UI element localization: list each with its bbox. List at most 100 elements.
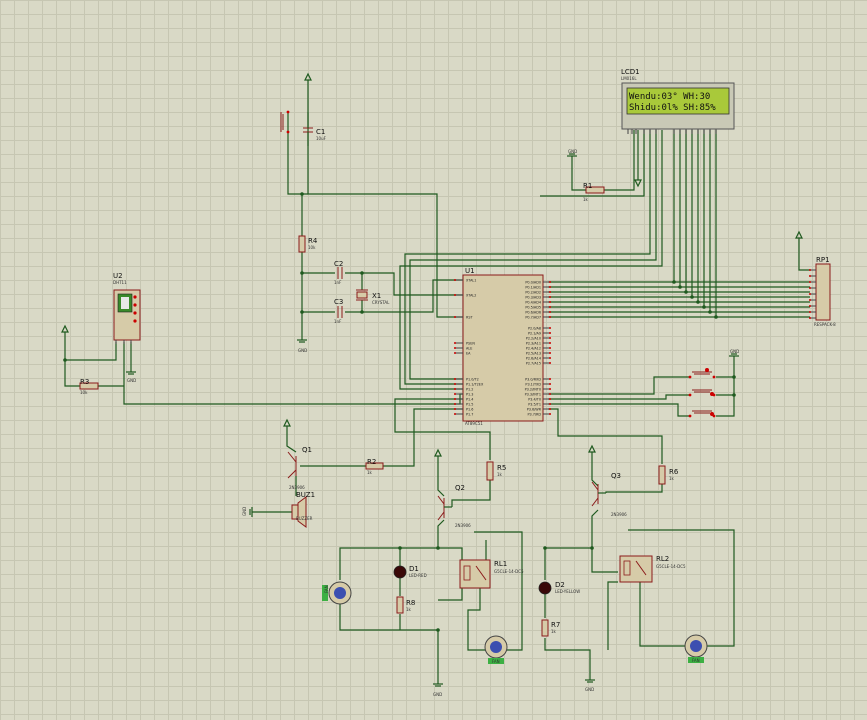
- resistor-r2[interactable]: R2 1k: [365, 458, 384, 475]
- u1-pin-label: P0.3/AD3: [525, 295, 541, 299]
- relay-rl2[interactable]: RL2 G5CLE-14-DC5: [619, 555, 686, 583]
- fan-motor-2[interactable]: FAN: [484, 635, 508, 664]
- buz-ref: BUZ1: [296, 491, 315, 499]
- c2-ref: C2: [334, 260, 343, 268]
- crystal-x1[interactable]: X1 CRYSTAL: [356, 289, 390, 305]
- u1-pin-label: XTAL1: [466, 278, 476, 282]
- u1-pin-label: P3.7/RD: [527, 412, 541, 416]
- led-d1[interactable]: D1 LED-RED: [393, 565, 427, 579]
- transistor-q2[interactable]: Q2 2N3906: [437, 484, 471, 528]
- u1-pin-label: P0.2/AD2: [525, 290, 541, 294]
- fan-motor-1[interactable]: FAN: [322, 581, 352, 605]
- u1-pin-dot: [454, 352, 456, 354]
- u1-pin-label: P1.7: [466, 412, 473, 416]
- r2-value: 1k: [367, 470, 373, 475]
- u1-pin-dot: [454, 393, 456, 395]
- rp1-value: RESPACK-8: [814, 322, 836, 327]
- transistor-q3[interactable]: Q3 2N3906: [591, 472, 627, 517]
- u1-pin-label: P3.3/INT1: [525, 392, 541, 396]
- u1-pin-label: P3.0/RXD: [525, 377, 541, 381]
- c1-value: 10uF: [316, 136, 327, 141]
- resistor-r8[interactable]: R8 1k: [396, 596, 415, 614]
- c3-value: 1nF: [334, 319, 342, 324]
- ground-labels: GND GND GND GND GND GND GND: [127, 149, 739, 697]
- transistor-q1[interactable]: Q1 2N3906: [287, 446, 312, 490]
- buz-value: BUZZER: [296, 516, 313, 521]
- rp1-pin-dot: [809, 305, 811, 307]
- d2-value: LED-YELLOW: [555, 589, 580, 594]
- lcd-line-1: Wendu:03° WH:30: [629, 92, 710, 102]
- r8-ref: R8: [406, 599, 415, 607]
- resistor-r5[interactable]: R5 1k: [486, 461, 506, 481]
- gnd-label: GND: [568, 149, 577, 154]
- u1-pin-label: P2.6/A14: [526, 356, 541, 360]
- u1-pin-label: P3.2/INT0: [525, 387, 541, 391]
- c2-value: 1nF: [334, 280, 342, 285]
- q2-value: 2N3906: [455, 523, 471, 528]
- led-d2[interactable]: D2 LED-YELLOW: [538, 581, 580, 595]
- rl1-ref: RL1: [494, 560, 507, 568]
- capacitor-c3[interactable]: C3 1nF: [334, 298, 343, 324]
- lcd-ref: LCD1: [621, 68, 640, 76]
- gnd-label: GND: [298, 348, 307, 353]
- key-button-2[interactable]: [688, 389, 716, 397]
- u1-pin-label: P1.1/T2EX: [466, 382, 484, 386]
- resistor-r3[interactable]: R3 10k: [79, 378, 99, 395]
- resistor-r7[interactable]: R7 1k: [541, 619, 560, 637]
- sensor-u2[interactable]: U2 DHT11: [113, 272, 141, 344]
- u1-pin-label: P1.6: [466, 407, 473, 411]
- u1-pin-label: RST: [466, 315, 474, 319]
- u1-pin-label: XTAL2: [466, 293, 476, 297]
- u1-pin-dot: [454, 342, 456, 344]
- u1-pin-label: P2.3/A11: [526, 341, 541, 345]
- mcu-u1[interactable]: U1 XTAL1XTAL2RSTPSENALEEAP1.0/T2P1.1/T2E…: [454, 267, 551, 426]
- reset-button[interactable]: [280, 110, 290, 134]
- u1-pin-label: P2.5/A13: [526, 351, 541, 355]
- key-button-1[interactable]: [688, 368, 716, 379]
- u1-pin-dot: [454, 388, 456, 390]
- rp1-pin-dot: [809, 281, 811, 283]
- r5-ref: R5: [497, 464, 506, 472]
- u1-pin-label: P1.5: [466, 402, 473, 406]
- r1-value: 1k: [583, 197, 589, 202]
- r1-ref: R1: [583, 182, 592, 190]
- capacitor-c2[interactable]: C2 1nF: [334, 260, 343, 285]
- buzzer-buz1[interactable]: BUZ1 BUZZER: [291, 491, 315, 528]
- u1-pin-dot: [549, 301, 551, 303]
- u1-pin-dot: [549, 306, 551, 308]
- u1-pin-dot: [549, 332, 551, 334]
- r6-ref: R6: [669, 468, 679, 476]
- resistor-r4[interactable]: R4 10k: [298, 235, 318, 253]
- u1-pin-label: P3.4/T0: [528, 397, 541, 401]
- resistor-r6[interactable]: R6 1k: [658, 465, 679, 485]
- r4-ref: R4: [308, 237, 318, 245]
- u1-ref: U1: [465, 267, 475, 275]
- rl2-ref: RL2: [656, 555, 669, 563]
- q2-ref: Q2: [455, 484, 465, 492]
- key-button-3[interactable]: [688, 410, 716, 418]
- rp1-pin-dot: [809, 299, 811, 301]
- lcd-display[interactable]: LCD1 LM016L Wendu:03° WH:30 Shidu:0l% SH…: [621, 68, 735, 134]
- u2-model: DHT11: [113, 280, 127, 285]
- d1-value: LED-RED: [409, 573, 427, 578]
- capacitor-c1[interactable]: C1 10uF: [303, 112, 327, 146]
- u1-pin-dot: [549, 327, 551, 329]
- r4-value: 10k: [308, 245, 316, 250]
- u1-pin-dot: [454, 403, 456, 405]
- u1-pin-label: P0.6/AD6: [525, 310, 541, 314]
- x1-value: CRYSTAL: [372, 300, 390, 305]
- u1-pin-label: P0.4/AD4: [525, 300, 541, 304]
- relay-rl1[interactable]: RL1 G5CLE-14-DC5: [459, 559, 524, 589]
- respack-rp1[interactable]: RP1 RESPACK-8: [809, 256, 836, 327]
- resistor-r1[interactable]: R1 1k: [583, 182, 605, 202]
- u1-pin-label: PSEN: [466, 341, 475, 345]
- u2-ref: U2: [113, 272, 123, 280]
- u1-pin-dot: [549, 286, 551, 288]
- fan-motor-3[interactable]: FAN: [684, 634, 708, 663]
- power-terminals: [61, 72, 803, 457]
- u1-pin-dot: [549, 311, 551, 313]
- u1-pin-dot: [549, 281, 551, 283]
- rp1-pin-dot: [809, 275, 811, 277]
- u1-pin-dot: [454, 413, 456, 415]
- u1-pin-label: P2.2/A10: [526, 336, 541, 340]
